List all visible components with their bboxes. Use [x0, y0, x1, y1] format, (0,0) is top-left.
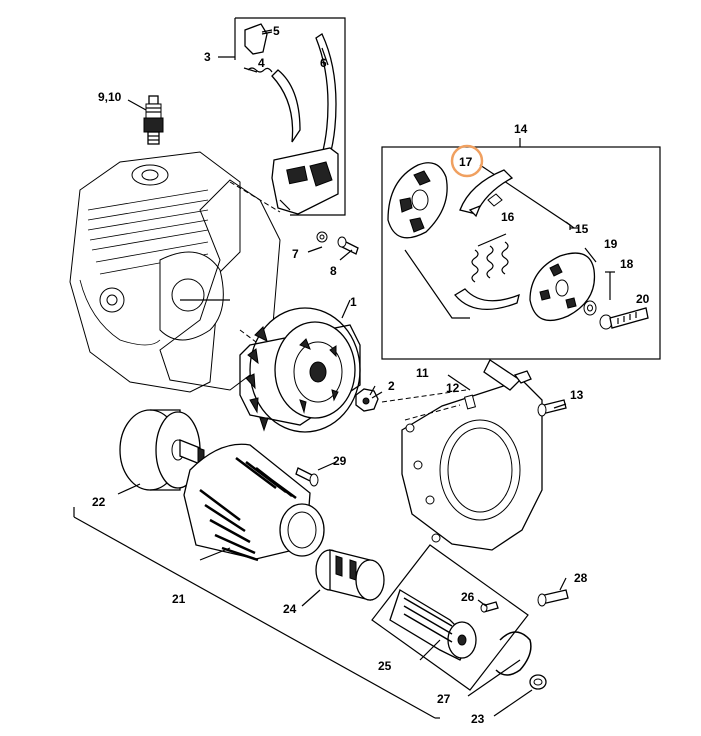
label-7: 7: [292, 247, 299, 261]
label-25: 25: [378, 659, 392, 673]
clutch-shoe-bottom: [454, 288, 520, 310]
clutch-springs: [471, 233, 509, 283]
label-11: 11: [416, 366, 429, 380]
label-9-10: 9,10: [98, 90, 122, 104]
label-19: 19: [604, 237, 618, 251]
label-13: 13: [570, 388, 584, 402]
ignition-module-group: [218, 17, 346, 216]
label-15: 15: [575, 222, 589, 236]
part-labels: 5 3 4 6 9,10 14 17 16 15 19 18 20 7 8 1 …: [92, 24, 650, 726]
label-18: 18: [620, 257, 634, 271]
label-12: 12: [446, 381, 460, 395]
engine-block: [69, 151, 281, 393]
label-6: 6: [320, 56, 327, 70]
screw-7-8: [316, 231, 359, 261]
flywheel: [239, 307, 361, 433]
label-29: 29: [333, 454, 347, 468]
label-28: 28: [574, 571, 588, 585]
contact-spring: [247, 67, 273, 73]
sleeve: [315, 549, 385, 601]
gear-box: [371, 544, 569, 691]
label-17: 17: [459, 155, 473, 169]
label-22: 22: [92, 495, 106, 509]
leader-lines: [117, 29, 597, 717]
label-24: 24: [283, 602, 297, 616]
label-27: 27: [437, 692, 451, 706]
fan-housing: [381, 359, 567, 551]
circlip: [495, 631, 547, 690]
label-1: 1: [350, 295, 357, 309]
label-23: 23: [471, 712, 485, 726]
label-20: 20: [636, 292, 650, 306]
label-8: 8: [330, 264, 337, 278]
spark-plug: [127, 95, 164, 145]
label-26: 26: [461, 590, 475, 604]
label-5: 5: [273, 24, 280, 38]
nut: [355, 388, 383, 412]
spark-plug-boot: [244, 23, 268, 55]
label-16: 16: [501, 210, 515, 224]
gear-head-cover: [183, 443, 325, 562]
label-21: 21: [172, 592, 186, 606]
label-3: 3: [204, 50, 211, 64]
clutch-drum: [119, 409, 205, 491]
highlight-circle: [450, 144, 484, 178]
clutch-box: [381, 138, 661, 360]
label-14: 14: [514, 122, 528, 136]
screw-29: [295, 467, 319, 487]
label-2: 2: [388, 379, 395, 393]
label-4: 4: [258, 56, 265, 70]
